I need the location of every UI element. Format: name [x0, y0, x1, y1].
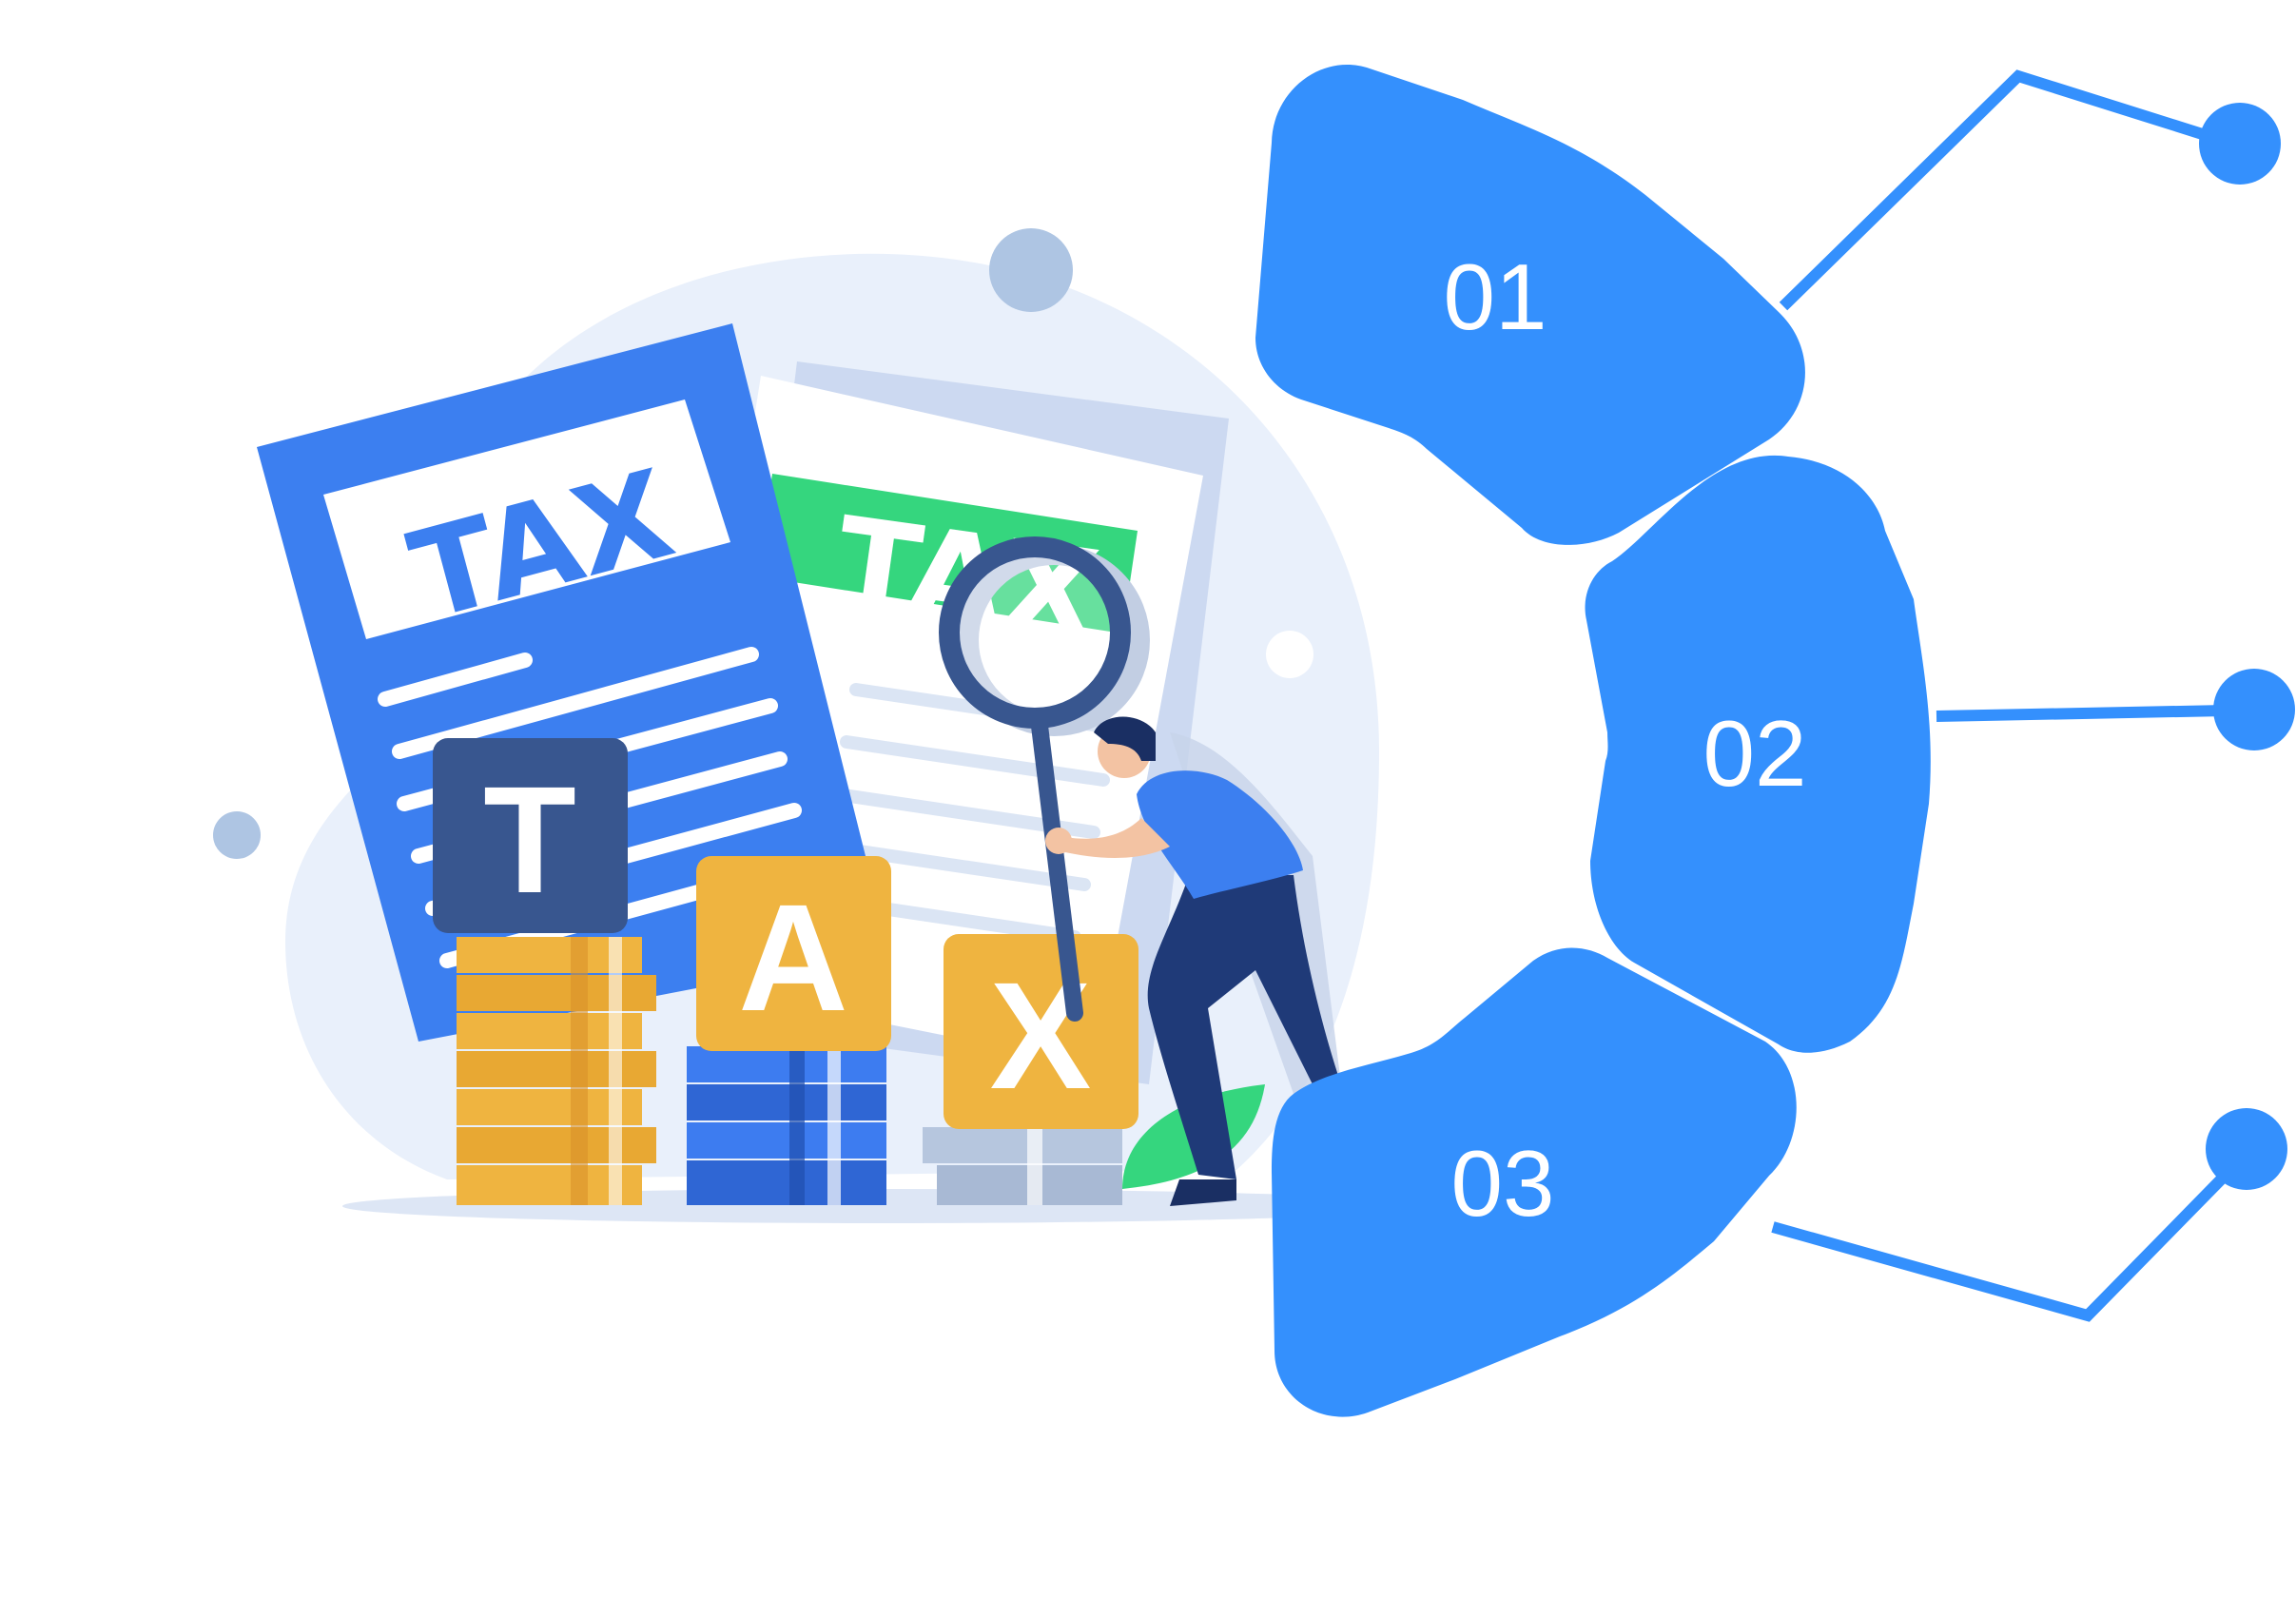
step-02-number: 02 — [1703, 701, 1806, 806]
connector-dot-02 — [2213, 669, 2295, 750]
decor-dot-top — [989, 228, 1073, 312]
gold-coin-stack-icon — [457, 937, 656, 1205]
grey-coin-stack-icon — [923, 1127, 1122, 1205]
decor-dot-white — [1266, 631, 1313, 678]
connector-dot-03 — [2206, 1108, 2287, 1190]
connector-line-01 — [1779, 69, 2213, 311]
step-01-shape — [1255, 65, 1805, 545]
connector-dot-01 — [2199, 103, 2281, 185]
block-letter-t: T — [483, 754, 576, 925]
blue-coin-stack-icon — [687, 1046, 886, 1205]
step-03-shape — [1272, 947, 1797, 1417]
tax-illustration: TAX TAX — [213, 228, 1427, 1223]
connector-line-02 — [1936, 705, 2227, 722]
person-icon — [1045, 716, 1355, 1206]
block-letter-a: A — [738, 872, 848, 1042]
step-03-number: 03 — [1450, 1131, 1554, 1236]
step-02: 02 — [1585, 455, 1931, 1053]
step-02-shape — [1585, 455, 1931, 1053]
step-01: 01 — [1255, 65, 1805, 545]
letter-block-a: A — [696, 856, 891, 1051]
step-01-number: 01 — [1443, 244, 1547, 349]
connectors — [1771, 69, 2295, 1322]
decor-dot-left — [213, 811, 261, 859]
magnifying-glass-icon — [939, 536, 1150, 1022]
step-03: 03 — [1272, 947, 1797, 1417]
letter-block-t: T — [433, 738, 628, 933]
letter-block-x: X — [944, 934, 1138, 1129]
connector-line-03 — [1771, 1165, 2235, 1322]
